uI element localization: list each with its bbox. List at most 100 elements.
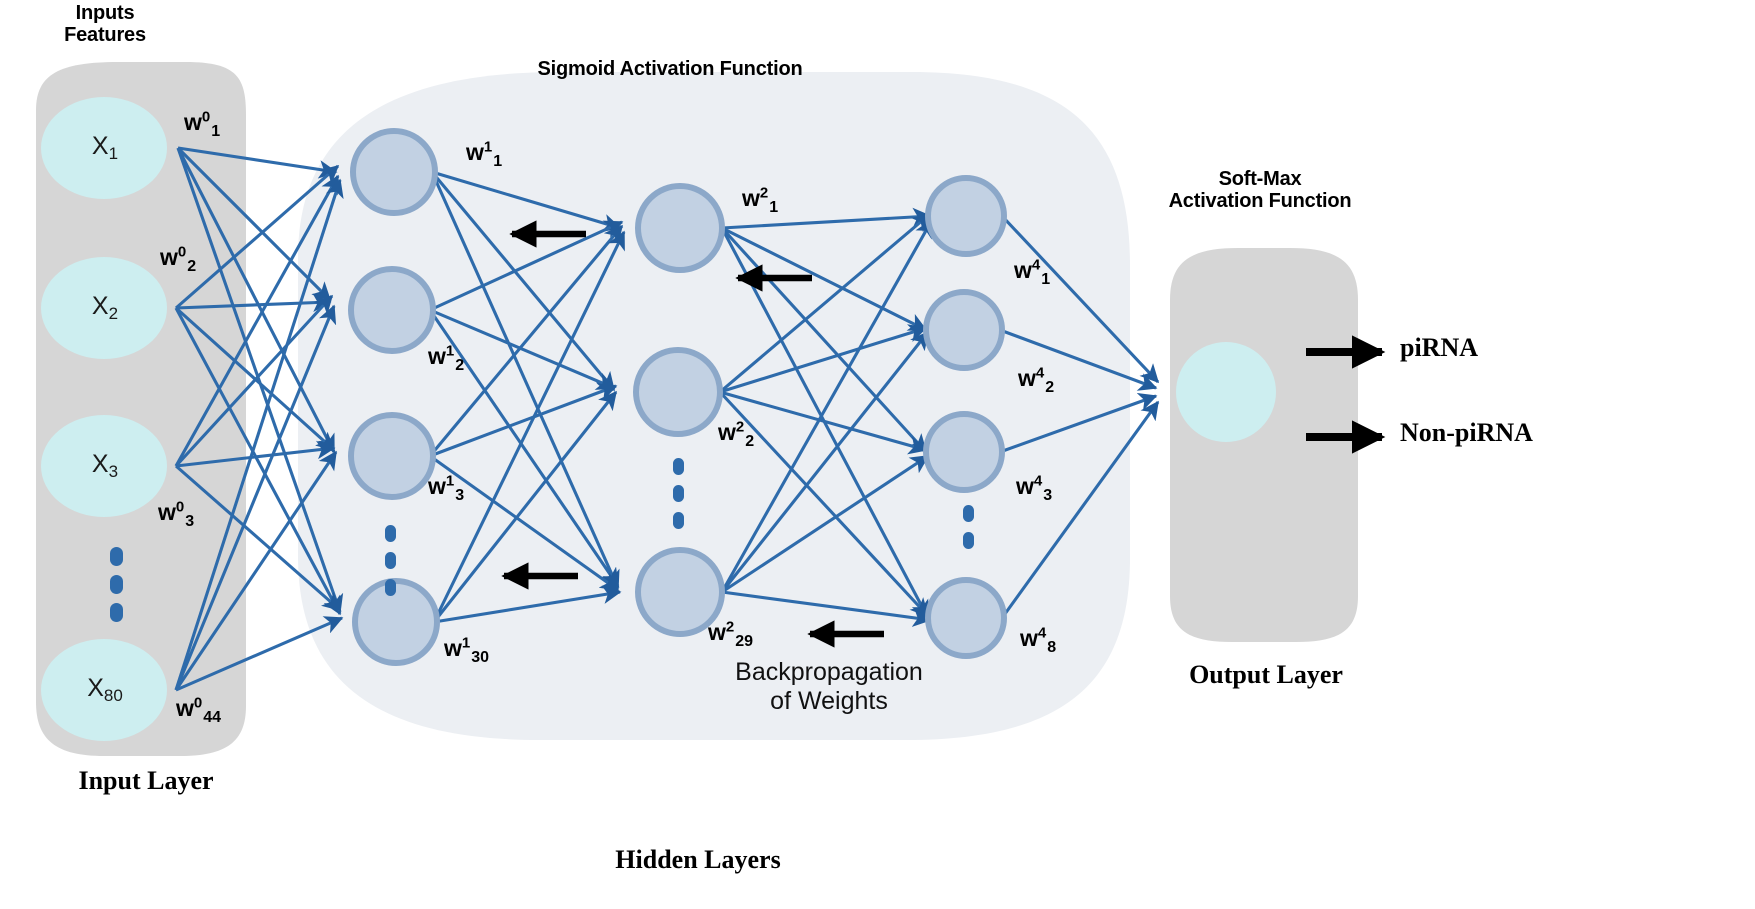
neuron-h1-2 bbox=[348, 266, 436, 354]
weight-label-w0-2: w02 bbox=[160, 244, 196, 274]
output-arrows bbox=[1306, 335, 1386, 454]
backpropagation-caption: Backpropagation of Weights bbox=[704, 658, 954, 716]
weight-label-w4-2: w42 bbox=[1018, 364, 1054, 395]
input-node-1 bbox=[41, 97, 167, 199]
neuron-h2-1 bbox=[635, 183, 725, 273]
weight-sub-w0-44: 44 bbox=[203, 709, 222, 726]
output-label-pirna: piRNA bbox=[1400, 333, 1479, 362]
weight-base-w2-1: w bbox=[742, 185, 760, 211]
input-node-3 bbox=[41, 415, 167, 517]
weight-sup-w2-29: 2 bbox=[725, 618, 735, 636]
hidden-layers-caption: Hidden Layers bbox=[615, 845, 781, 874]
weight-sup-w4-8: 4 bbox=[1037, 624, 1047, 642]
output-layer-group bbox=[1170, 248, 1358, 642]
weight-sup-w1-2: 1 bbox=[445, 342, 455, 360]
neuron-h3-1 bbox=[925, 175, 1007, 257]
neuron-h3-3 bbox=[923, 411, 1005, 493]
edges-h3-to-output bbox=[999, 214, 1160, 619]
weight-sub-w4-8: 8 bbox=[1047, 639, 1057, 656]
input-node-base-3: X bbox=[91, 450, 109, 478]
weight-base-w0-1: w bbox=[184, 109, 202, 135]
output-label-non-pirna: Non-piRNA bbox=[1400, 418, 1533, 447]
weight-sub-w2-29: 29 bbox=[735, 633, 754, 650]
weight-label-w4-1: w41 bbox=[1014, 256, 1050, 287]
inputs-heading-line1: Inputs bbox=[75, 2, 135, 24]
input-node-base-1: X bbox=[91, 132, 109, 160]
edges-h2-to-h3 bbox=[718, 207, 934, 627]
weight-sup-w1-1: 1 bbox=[483, 138, 493, 156]
input-node-sub-1: 1 bbox=[108, 144, 119, 163]
weight-base-w1-1: w bbox=[466, 139, 484, 165]
input-node-base-2: X bbox=[91, 292, 109, 320]
weight-base-w4-2: w bbox=[1018, 365, 1036, 391]
input-node-label-1: X1 bbox=[62, 132, 148, 163]
softmax-activation-heading: Soft-Max Activation Function bbox=[1110, 168, 1410, 213]
weight-sup-w4-2: 4 bbox=[1035, 364, 1045, 382]
inputs-features-heading: Inputs Features bbox=[40, 2, 170, 47]
weight-label-w1-30: w130 bbox=[444, 634, 489, 665]
weight-label-w0-44: w044 bbox=[176, 694, 221, 725]
weight-sub-w0-1: 1 bbox=[211, 123, 221, 140]
ellipsis-input bbox=[110, 547, 123, 622]
weight-label-w4-3: w43 bbox=[1016, 472, 1052, 503]
input-node-2 bbox=[41, 257, 167, 359]
weight-sup-w1-30: 1 bbox=[461, 634, 471, 652]
hidden-layer-2-nodes bbox=[633, 183, 725, 637]
input-layer-caption: Input Layer bbox=[78, 766, 214, 795]
weight-sub-w1-3: 3 bbox=[455, 487, 465, 504]
weight-base-w0-2: w bbox=[160, 244, 178, 270]
weight-base-w2-2: w bbox=[718, 419, 736, 445]
weight-sup-w4-3: 4 bbox=[1033, 472, 1043, 490]
weight-sup-w4-1: 4 bbox=[1031, 256, 1041, 274]
weight-sub-w4-3: 3 bbox=[1043, 487, 1053, 504]
hidden-layer-1-nodes bbox=[348, 128, 440, 666]
input-node-sub-3: 3 bbox=[108, 462, 119, 481]
weight-sub-w4-1: 1 bbox=[1041, 271, 1051, 288]
weight-sup-w1-3: 1 bbox=[445, 472, 455, 490]
weight-label-w2-2: w22 bbox=[718, 419, 754, 449]
input-node-label-3: X3 bbox=[62, 450, 148, 481]
weight-label-w4-8: w48 bbox=[1020, 624, 1056, 655]
weight-sub-w1-30: 30 bbox=[471, 649, 490, 666]
neuron-h1-3 bbox=[348, 412, 436, 500]
neuron-h3-2 bbox=[923, 289, 1005, 371]
neuron-h3-4 bbox=[925, 577, 1007, 659]
weight-sup-w0-1: 0 bbox=[201, 108, 211, 126]
input-layer-nodes bbox=[41, 97, 167, 741]
weight-label-w2-1: w21 bbox=[742, 184, 778, 215]
edges-h1-to-h2 bbox=[428, 170, 626, 624]
ellipsis-h2 bbox=[673, 458, 684, 529]
neuron-h2-3 bbox=[635, 547, 725, 637]
weight-sub-w2-2: 2 bbox=[745, 433, 755, 450]
input-node-base-4: X bbox=[87, 674, 104, 702]
weight-label-w0-1: w01 bbox=[184, 108, 220, 139]
softmax-heading-line1: Soft-Max bbox=[1218, 168, 1302, 190]
weight-sub-w4-2: 2 bbox=[1045, 379, 1055, 396]
neuron-output-1 bbox=[1176, 342, 1276, 442]
neuron-h1-4 bbox=[352, 578, 440, 666]
input-node-sub-4: 80 bbox=[103, 686, 123, 705]
weight-label-w1-2: w12 bbox=[428, 342, 464, 373]
weight-label-w1-3: w13 bbox=[428, 472, 464, 503]
weight-sub-w0-3: 3 bbox=[185, 513, 195, 530]
backprop-caption-line2: of Weights bbox=[770, 686, 888, 715]
sigmoid-activation-heading: Sigmoid Activation Function bbox=[537, 58, 803, 80]
weight-sub-w1-2: 2 bbox=[455, 357, 465, 374]
input-node-sub-2: 2 bbox=[108, 304, 119, 323]
weight-label-w1-1: w11 bbox=[466, 138, 502, 169]
ellipsis-h1 bbox=[385, 525, 396, 596]
ellipsis-h3 bbox=[963, 505, 974, 549]
weight-base-w0-3: w bbox=[158, 499, 176, 525]
weight-base-w1-2: w bbox=[428, 343, 446, 369]
input-layer-group bbox=[36, 62, 246, 756]
edges-input-to-h1 bbox=[174, 146, 344, 692]
weight-sub-w1-1: 1 bbox=[493, 153, 503, 170]
neuron-h1-1 bbox=[350, 128, 438, 216]
weight-sup-w0-44: 0 bbox=[193, 694, 203, 712]
weight-sup-w2-1: 2 bbox=[759, 184, 769, 202]
weight-sub-w2-1: 1 bbox=[769, 199, 779, 216]
weight-base-w1-30: w bbox=[444, 635, 462, 661]
weight-label-w2-29: w229 bbox=[708, 618, 753, 649]
